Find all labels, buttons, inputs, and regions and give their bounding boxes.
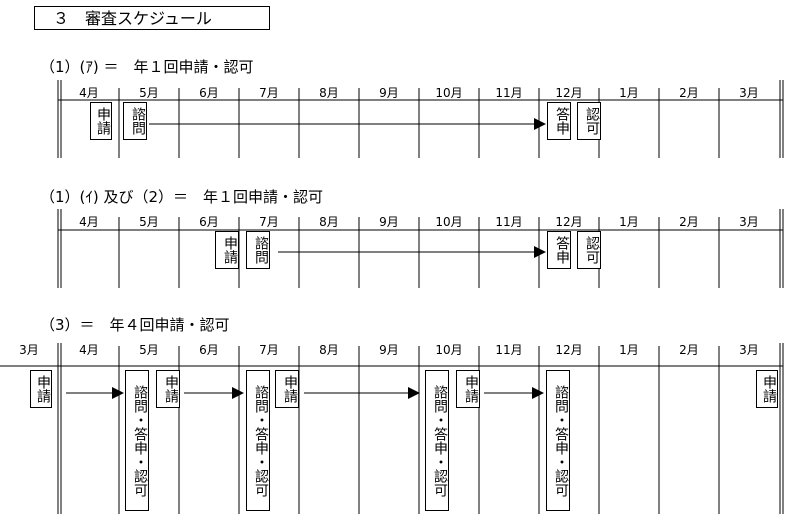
month-label: 3月 xyxy=(739,343,759,357)
month-label: 1月 xyxy=(619,86,639,100)
month-label: 4月 xyxy=(79,215,99,229)
s3-arrow-4-head xyxy=(532,387,544,399)
s1-ticks xyxy=(118,88,720,158)
s3-arrow-1-head xyxy=(112,387,124,399)
month-label: 9月 xyxy=(379,86,399,100)
s3-combined-box-2: 諮問・答申・認可 xyxy=(246,370,270,511)
s3-combined-box-1: 諮問・答申・認可 xyxy=(125,370,149,511)
s3-arrow-3-head xyxy=(408,387,420,399)
month-label: 12月 xyxy=(555,86,583,100)
s3-shinsei-box-5: 申請 xyxy=(756,370,778,408)
month-label: 3月 xyxy=(19,343,39,357)
month-label: 2月 xyxy=(679,215,699,229)
month-label: 8月 xyxy=(319,86,339,100)
s3-shinsei-box-2: 申請 xyxy=(156,370,180,408)
month-label: 11月 xyxy=(495,215,523,229)
month-label: 9月 xyxy=(379,343,399,357)
month-label: 12月 xyxy=(555,215,583,229)
s3-shinsei-box-4: 申請 xyxy=(456,370,480,408)
s1-ninka-box: 認可 xyxy=(577,102,601,140)
section3-title: （3）＝ 年４回申請・認可 xyxy=(40,316,230,334)
s3-ticks xyxy=(118,346,720,514)
month-label: 10月 xyxy=(435,86,463,100)
month-label: 3月 xyxy=(739,215,759,229)
s3-combined-box-3: 諮問・答申・認可 xyxy=(425,370,449,511)
page-title: ３ 審査スケジュール xyxy=(34,6,270,30)
s1-arrow-head xyxy=(534,118,546,130)
month-label: 10月 xyxy=(435,215,463,229)
month-label: 12月 xyxy=(555,343,583,357)
s2-toushin-box: 答申 xyxy=(547,231,571,269)
s2-ninka-box: 認可 xyxy=(577,231,601,269)
month-label: 10月 xyxy=(435,343,463,357)
month-label: 8月 xyxy=(319,343,339,357)
s3-shinsei-box-1: 申請 xyxy=(30,370,52,408)
month-label: 5月 xyxy=(139,215,159,229)
month-label: 2月 xyxy=(679,343,699,357)
month-label: 11月 xyxy=(495,86,523,100)
s2-arrow-head xyxy=(534,246,546,258)
month-label: 5月 xyxy=(139,86,159,100)
month-label: 1月 xyxy=(619,343,639,357)
month-label: 7月 xyxy=(259,215,279,229)
month-label: 11月 xyxy=(495,343,523,357)
s2-shinsei-box: 申請 xyxy=(215,231,239,269)
month-label: 3月 xyxy=(739,86,759,100)
month-label: 8月 xyxy=(319,215,339,229)
s1-shinsei-box: 申請 xyxy=(90,102,112,140)
month-label: 1月 xyxy=(619,215,639,229)
month-label: 4月 xyxy=(79,86,99,100)
month-label: 6月 xyxy=(199,343,219,357)
s3-arrow-2-head xyxy=(232,387,244,399)
s1-toushin-box: 答申 xyxy=(547,102,571,140)
month-label: 6月 xyxy=(199,215,219,229)
month-label: 2月 xyxy=(679,86,699,100)
s3-shinsei-box-3: 申請 xyxy=(275,370,299,408)
month-label: 9月 xyxy=(379,215,399,229)
section1-title: （1）(ｱ) ＝ 年１回申請・認可 xyxy=(40,58,254,76)
s3-combined-box-4: 諮問・答申・認可 xyxy=(546,370,570,511)
month-label: 6月 xyxy=(199,86,219,100)
month-label: 4月 xyxy=(79,343,99,357)
month-label: 7月 xyxy=(259,86,279,100)
s2-shimon-box: 諮問 xyxy=(246,231,270,269)
month-label: 7月 xyxy=(259,343,279,357)
month-label: 5月 xyxy=(139,343,159,357)
section2-title: （1）(ｲ) 及び（2）＝ 年１回申請・認可 xyxy=(40,188,324,206)
s1-shimon-box: 諮問 xyxy=(123,102,147,140)
